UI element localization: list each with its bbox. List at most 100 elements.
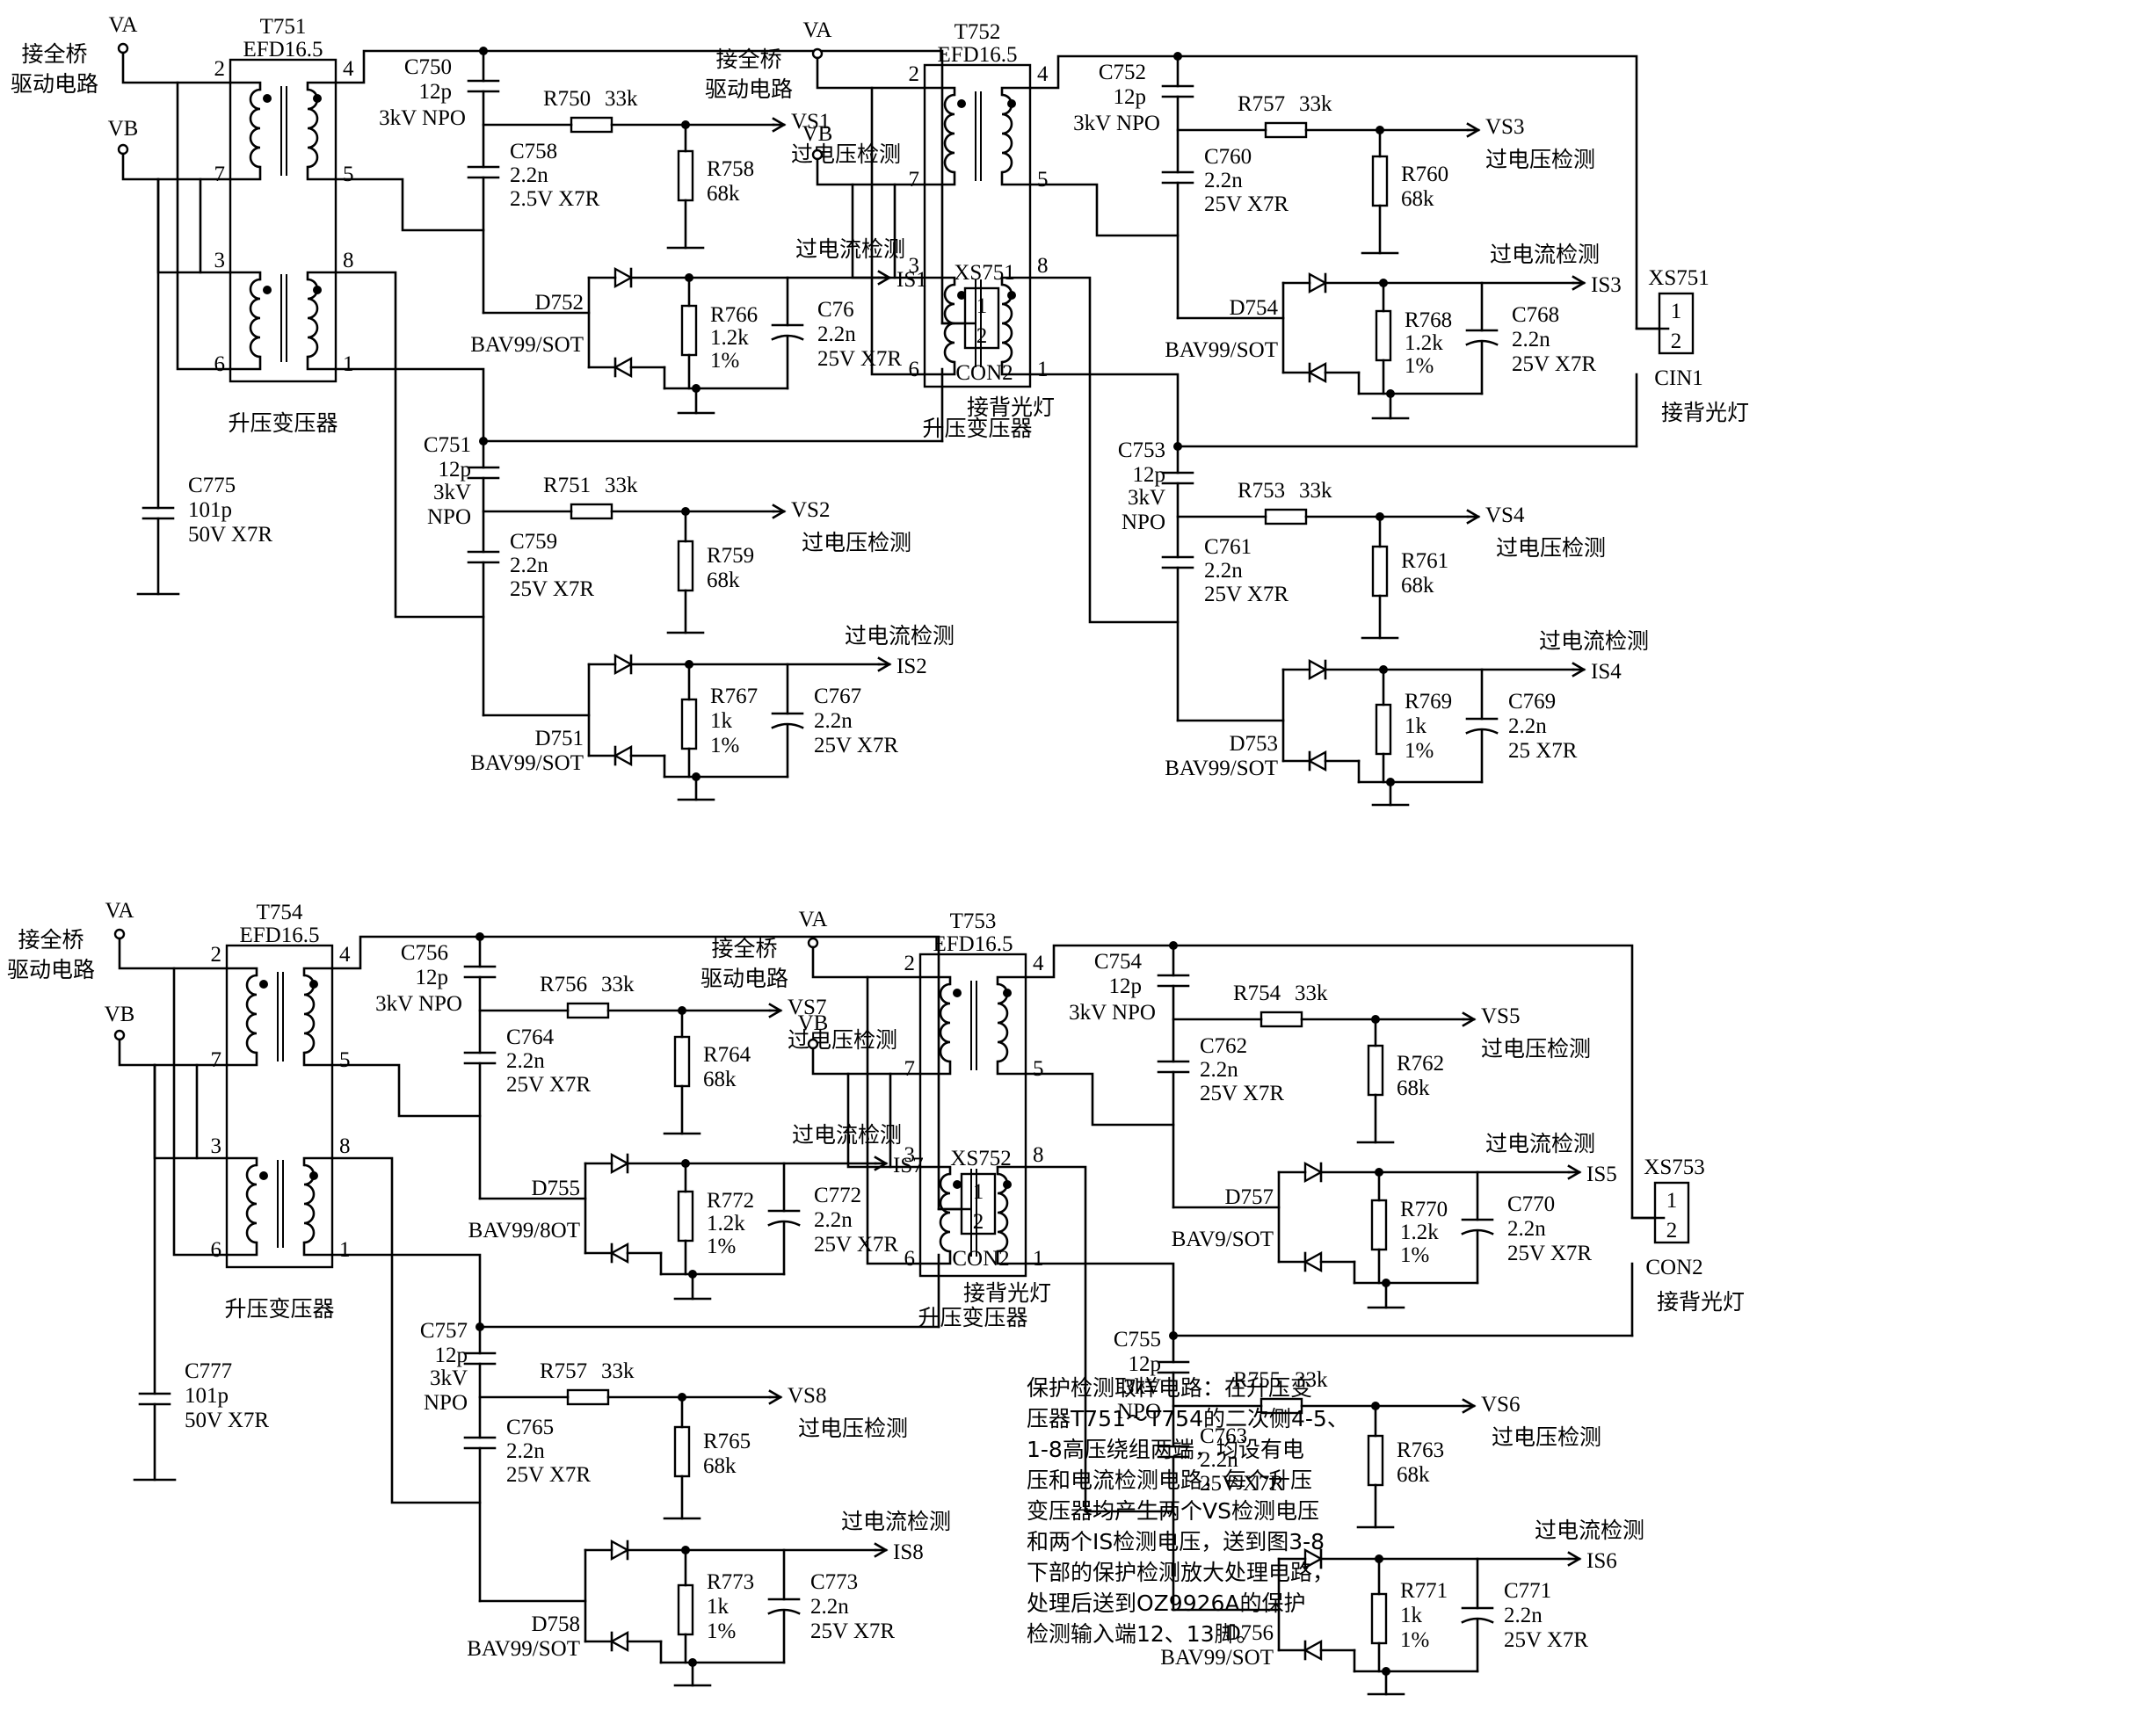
pin-number: 3 [211, 1134, 222, 1158]
diode-triangle [613, 266, 634, 289]
rs-bot-tol: 1% [1405, 739, 1434, 763]
block-t753: T753EFD16.527364581升压变压器VAVB接全桥驱动电路C7541… [701, 908, 1745, 1696]
junction-dot [1376, 512, 1384, 521]
connector-name: XS753 [1644, 1156, 1704, 1179]
cs-bot-name: C769 [1508, 690, 1556, 714]
is-top-label: IS1 [897, 268, 927, 292]
wire [923, 276, 956, 286]
capacitor-plate [767, 1220, 801, 1227]
block-t754: T754EFD16.527364581升压变压器VAVB接全桥驱动电路C7771… [7, 899, 1051, 1687]
wire [330, 1063, 482, 1118]
cs-top-value: 2.2n [1507, 1217, 1546, 1241]
va-label: VA [109, 13, 138, 37]
wire [302, 1051, 334, 1067]
wire [1000, 276, 1032, 286]
diode-triangle [609, 1242, 629, 1264]
diode-symbol [613, 266, 634, 289]
va-label: VA [799, 908, 828, 931]
c-bot-type: NPO [1122, 511, 1165, 534]
junction-dot [1169, 941, 1178, 950]
wire [334, 271, 485, 619]
c-bot-type: NPO [1117, 1400, 1161, 1424]
ov-bot-label: 过电压检测 [798, 1416, 908, 1441]
wire [1024, 1165, 1175, 1513]
diode-symbol [1303, 1639, 1323, 1662]
vb-label: VB [798, 1011, 829, 1035]
c-div-top-value: 2.2n [510, 163, 548, 187]
wire [225, 1156, 258, 1167]
c-top-rating: 3kV NPO [1069, 1001, 1156, 1025]
diode-triangle [1303, 1547, 1324, 1570]
r-div-top-name: R764 [703, 1043, 751, 1067]
resistor-symbol [1264, 121, 1308, 139]
is-bot-label: IS2 [897, 655, 927, 678]
r-bot-value: 33k [1295, 1368, 1328, 1392]
c-top-name: C752 [1099, 61, 1146, 84]
vs-top-label: VS5 [1481, 1004, 1520, 1028]
c-top-rating: 3kV NPO [379, 106, 466, 130]
pin-number: 7 [214, 163, 226, 186]
cs-bot-name: C771 [1504, 1579, 1551, 1603]
d-bot-type: BAV99/SOT [1165, 757, 1278, 780]
va-label: VA [803, 18, 832, 42]
connector-name: XS751 [954, 261, 1014, 285]
r-bot-name: R753 [1238, 479, 1285, 503]
r-div-top-name: R760 [1401, 163, 1448, 186]
junction-dot [957, 99, 966, 108]
oc-top-label: 过电流检测 [795, 236, 905, 262]
transformer-name: T752 [955, 20, 1001, 44]
terminal-node [811, 149, 824, 161]
resistor-symbol [1370, 1592, 1388, 1645]
c-bot-name: C751 [424, 433, 471, 457]
winding-coil [307, 88, 319, 169]
terminal-node [113, 928, 126, 940]
diode-triangle [1303, 1639, 1323, 1662]
cs-bot-value: 2.2n [1504, 1604, 1543, 1627]
diode-symbol [1308, 658, 1328, 681]
rs-top-name: R768 [1405, 308, 1452, 332]
c-top-rating: 3kV NPO [1073, 112, 1160, 135]
wire [306, 81, 338, 91]
capacitor-symbol [1461, 1606, 1494, 1624]
wire [334, 178, 485, 232]
terminal-node [811, 47, 824, 60]
wire [870, 86, 926, 376]
c-div-top-name: C760 [1204, 145, 1252, 169]
capacitor-symbol [1465, 717, 1499, 735]
resistor-symbol [566, 1002, 610, 1019]
c-bot-name: C757 [420, 1319, 468, 1343]
junction-dot [1375, 1554, 1383, 1563]
pin-number: 7 [211, 1048, 222, 1072]
capacitor-symbol [463, 1436, 497, 1450]
winding-coil [303, 1163, 316, 1244]
winding-coil [249, 278, 261, 359]
winding-coil [245, 1163, 258, 1244]
d-top-type: BAV9/SOT [1172, 1228, 1274, 1251]
vb-label: VB [108, 117, 139, 141]
wire [334, 367, 485, 443]
caption-note: 保护检测取样电路：在升压变压器T751～T754的二次侧4-5、1-8高压绕组两… [1027, 1375, 1349, 1647]
ov-top-label: 过电压检测 [791, 141, 901, 167]
c-div-bot-rating: 25V X7R [510, 577, 594, 601]
terminal-node [113, 1029, 126, 1041]
rs-bot-name: R769 [1405, 690, 1452, 714]
wire [172, 967, 229, 1257]
connector-pin: 1 [973, 1180, 984, 1204]
c-bot-value: 12p [1129, 1352, 1162, 1376]
terminal-node [807, 1038, 819, 1050]
r-top-value: 33k [1299, 92, 1332, 116]
wire [229, 165, 262, 181]
rs-bot-tol: 1% [1400, 1628, 1429, 1652]
diode-symbol [613, 653, 634, 676]
resistor-symbol [1371, 545, 1389, 598]
wire [1000, 360, 1032, 376]
wire [811, 946, 922, 979]
capacitor-symbol [1157, 1360, 1190, 1374]
note-line: 压器T751～T754的二次侧4-5、 [1027, 1406, 1349, 1431]
pin-number: 8 [343, 249, 354, 272]
diode-symbol [610, 1539, 630, 1561]
